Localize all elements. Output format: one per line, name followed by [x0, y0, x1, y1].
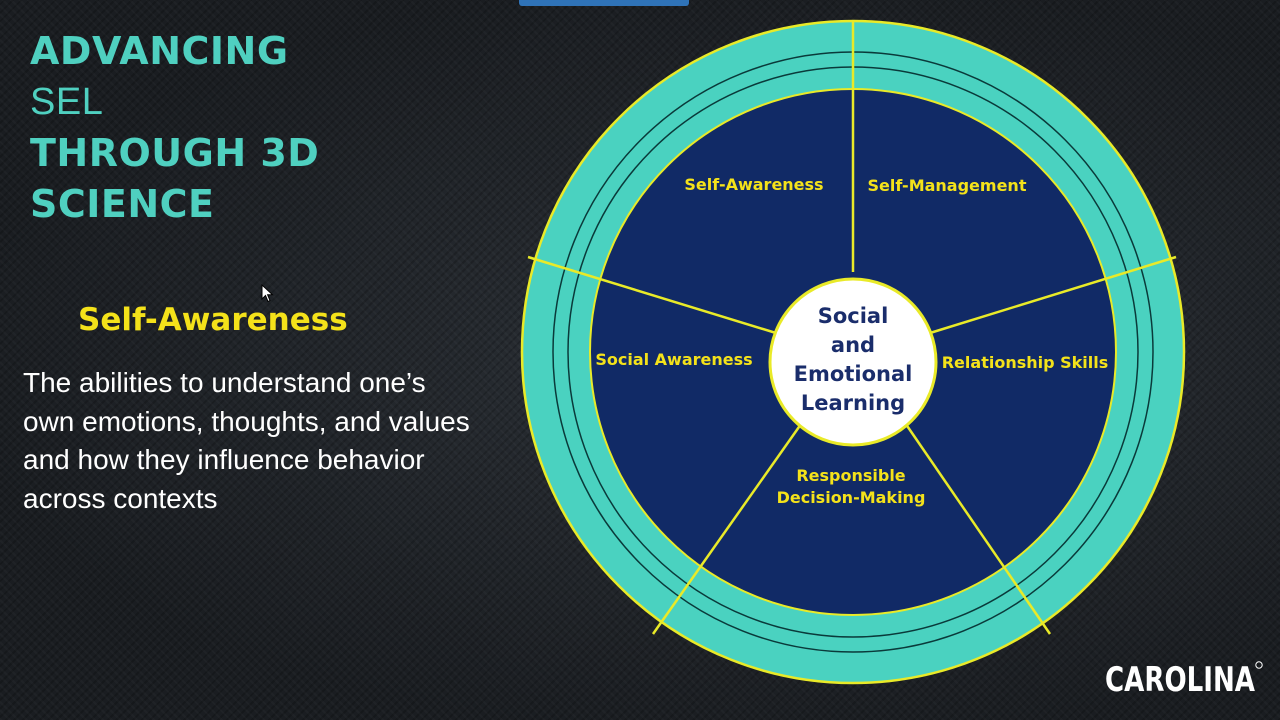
segment-social-awareness[interactable]: Social Awareness — [595, 350, 752, 369]
mouse-pointer-icon — [261, 284, 274, 303]
segment-relationship-skills[interactable]: Relationship Skills — [942, 353, 1109, 372]
segment-responsible-line1[interactable]: Responsible — [796, 466, 905, 485]
title-line-through-3d: THROUGH 3D — [30, 131, 320, 175]
center-label: Social and Emotional Learning — [794, 304, 913, 415]
center-circle — [768, 277, 938, 447]
top-tab-indicator[interactable] — [519, 0, 689, 6]
center-line-3: Emotional — [794, 362, 913, 386]
sel-wheel-diagram: Social and Emotional Learning Self-Aware… — [520, 19, 1186, 685]
competency-description: The abilities to understand one’s own em… — [23, 367, 470, 514]
title-line-advancing: ADVANCING — [30, 29, 289, 73]
registered-mark-icon — [1255, 661, 1263, 669]
segment-self-awareness[interactable]: Self-Awareness — [684, 175, 823, 194]
carolina-logo-text: CAROLINA — [1105, 660, 1256, 700]
segment-dividers — [527, 22, 1177, 635]
segment-responsible-line2[interactable]: Decision-Making — [777, 488, 926, 507]
carolina-logo: CAROLINA — [1105, 660, 1263, 700]
slide-title: ADVANCING SEL THROUGH 3D SCIENCE — [30, 26, 319, 230]
center-line-4: Learning — [801, 391, 905, 415]
center-line-2: and — [831, 333, 875, 357]
title-line-science: SCIENCE — [30, 182, 215, 226]
competency-heading: Self-Awareness — [78, 302, 348, 338]
title-line-sel: SEL — [30, 81, 104, 123]
segment-self-management[interactable]: Self-Management — [868, 176, 1027, 195]
center-line-1: Social — [818, 304, 889, 328]
